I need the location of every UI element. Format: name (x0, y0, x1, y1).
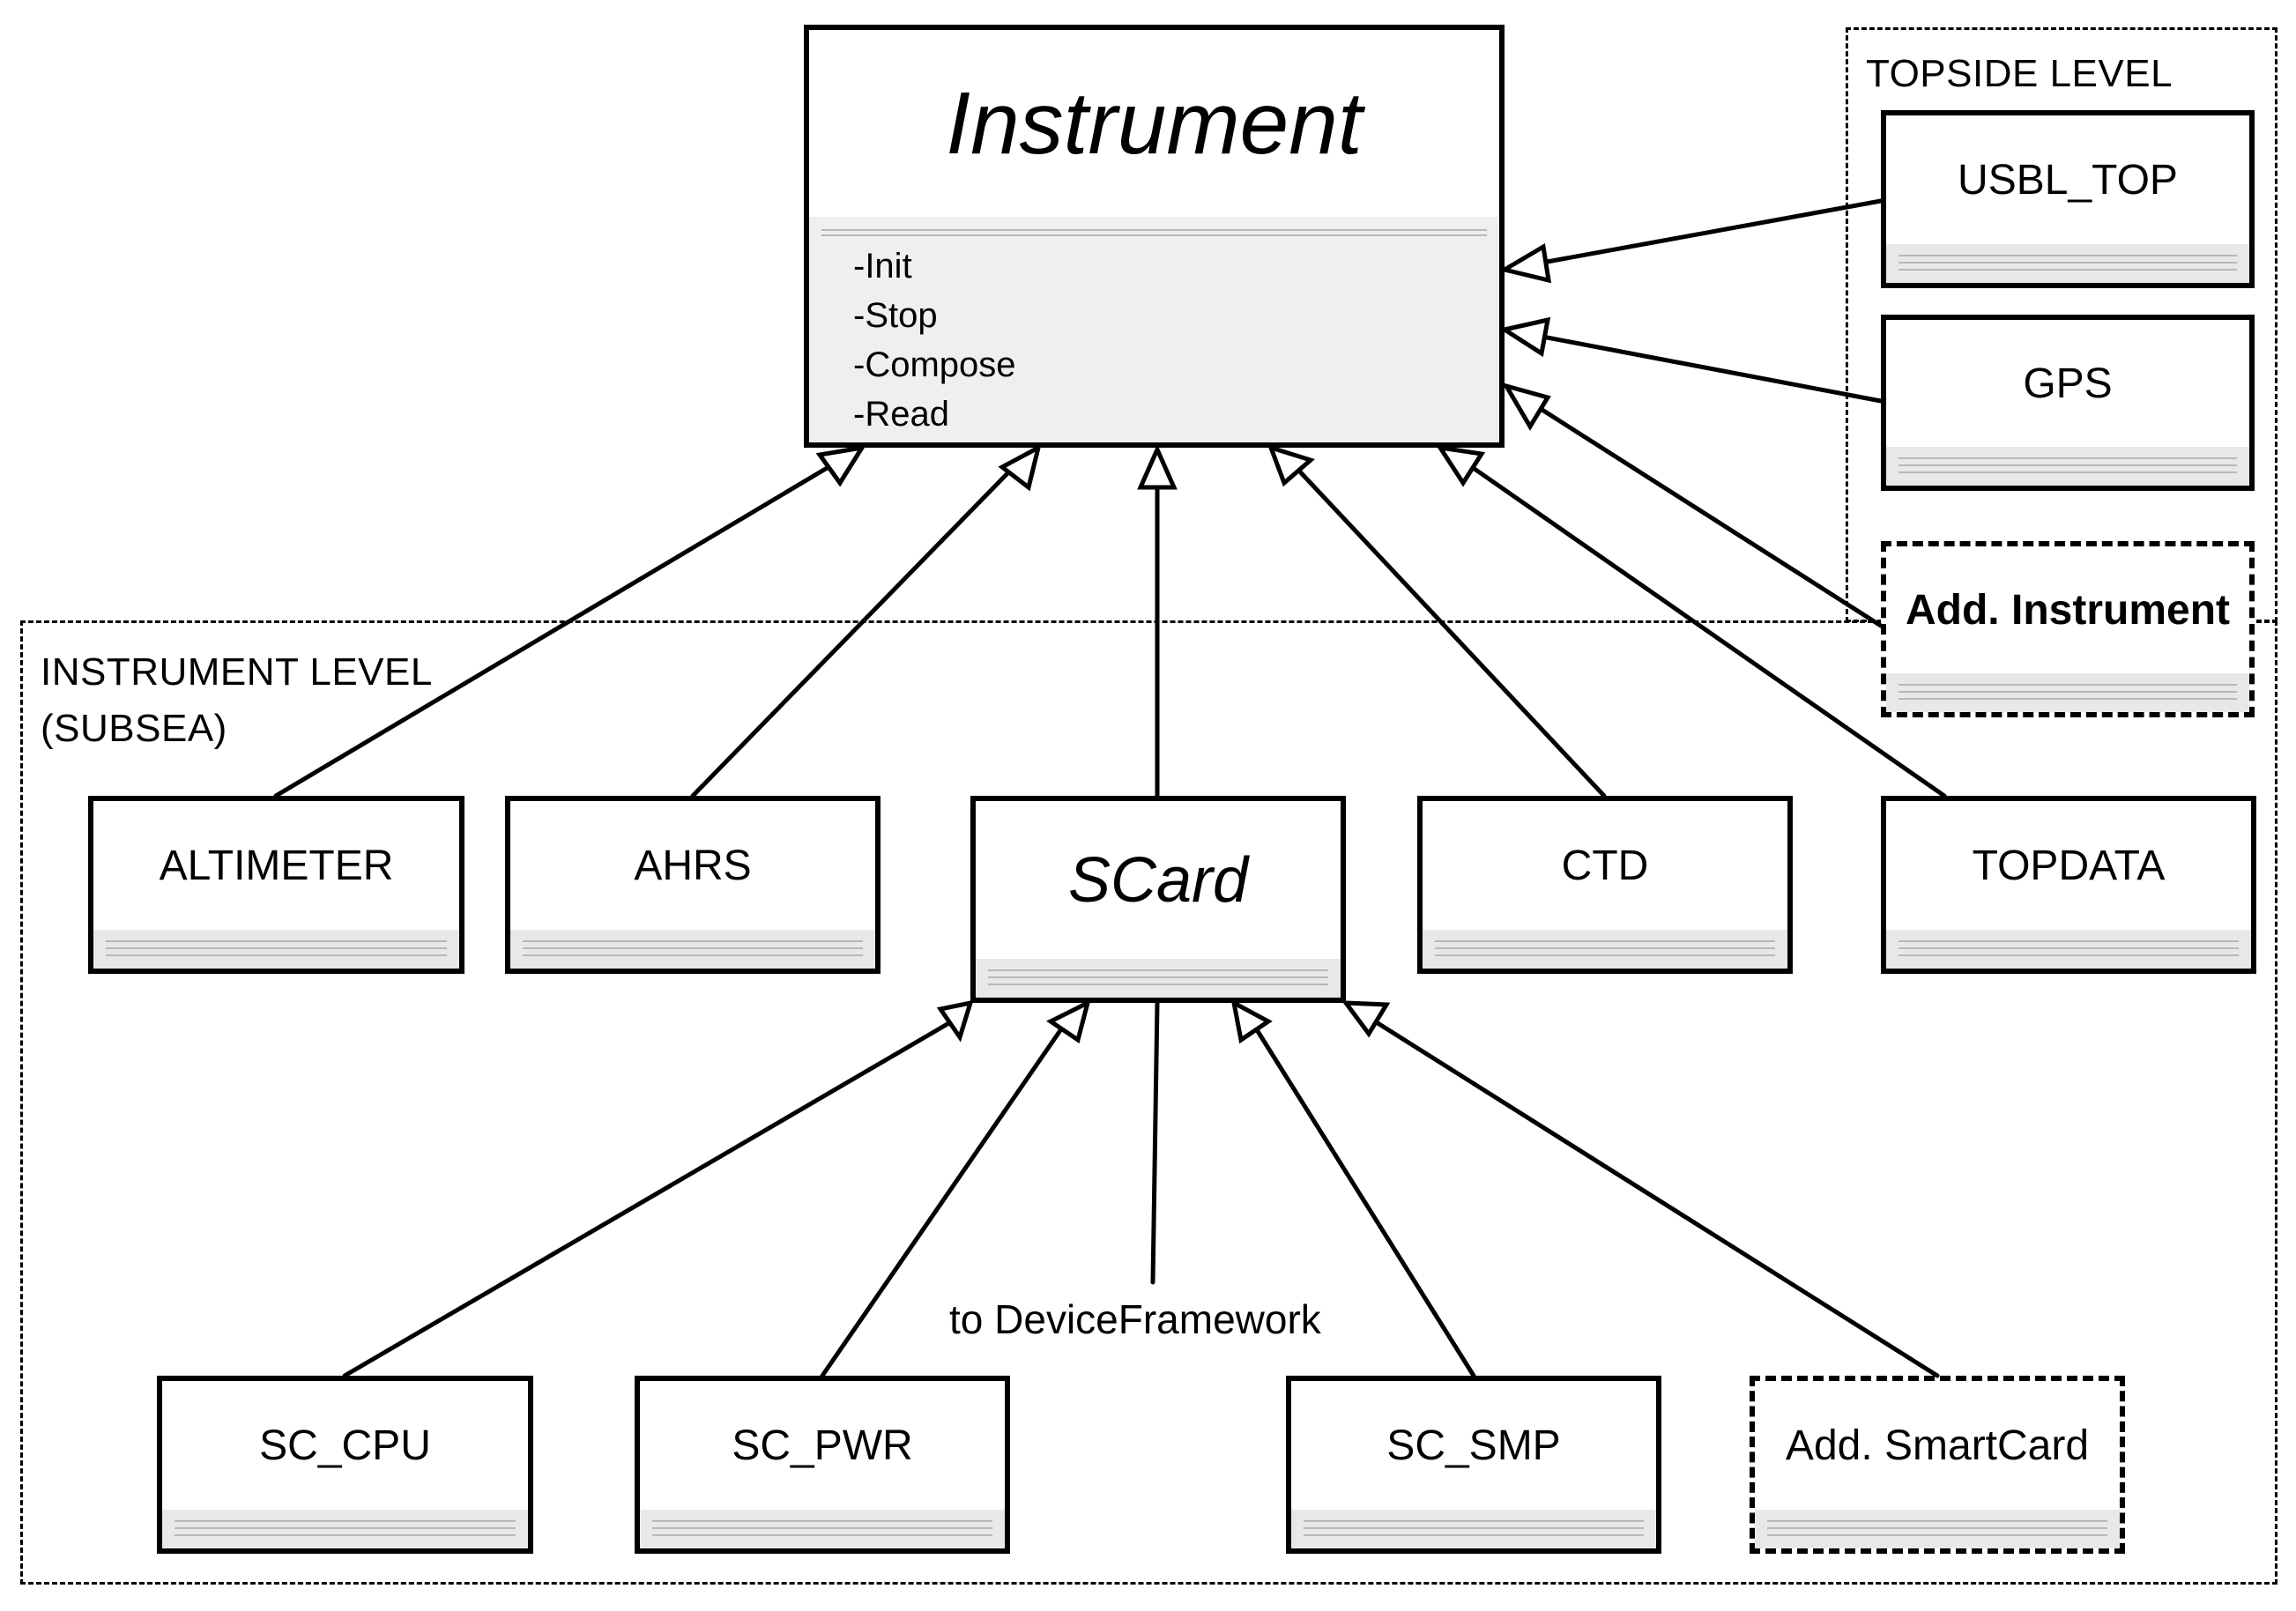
generalization-add-smartcard (1372, 1019, 1940, 1378)
add-smartcard-class-name: Add. SmartCard (1755, 1381, 2120, 1515)
arrowhead-gps (1498, 316, 1551, 358)
arrowhead-sc-smp (1230, 999, 1273, 1044)
arrowhead-usbl-top (1498, 242, 1552, 284)
generalization-usbl-top (1540, 198, 1884, 265)
topdata-class[interactable]: TOPDATA (1881, 796, 2256, 974)
topside-level-label: TOPSIDE LEVEL (1866, 52, 2173, 95)
instrument-class[interactable]: Instrument -Init -Stop -Compose -Read (804, 25, 1505, 448)
instrument-level-group: INSTRUMENT LEVEL (SUBSEA) (20, 620, 2277, 1585)
instrument-level-label: INSTRUMENT LEVEL (SUBSEA) (41, 650, 433, 750)
ctd-class-name: CTD (1423, 801, 1787, 935)
add-instrument-class-name: Add. Instrument (1886, 546, 2249, 679)
to-device-framework-label: to DeviceFramework (949, 1296, 1321, 1342)
generalization-sc-cpu (342, 1019, 955, 1378)
gps-class[interactable]: GPS (1881, 315, 2255, 491)
sc-smp-class[interactable]: SC_SMP (1286, 1376, 1661, 1554)
operation-compose: -Compose (853, 345, 1016, 384)
topdata-class-name: TOPDATA (1886, 801, 2251, 935)
altimeter-class[interactable]: ALTIMETER (88, 796, 464, 974)
ctd-class[interactable]: CTD (1417, 796, 1793, 974)
operation-init: -Init (853, 247, 912, 286)
generalization-sc-smp (1249, 1019, 1476, 1378)
gps-class-name: GPS (1886, 320, 2249, 452)
arrowhead-sc-cpu (936, 999, 974, 1043)
arrowhead-topdata (1435, 444, 1486, 487)
instrument-operations: -Init -Stop -Compose -Read (809, 217, 1499, 442)
device-framework-link (1150, 1000, 1160, 1285)
arrowhead-add-instrument (1501, 382, 1551, 431)
arrowhead-scard (1137, 443, 1178, 490)
arrowhead-altimeter (815, 444, 867, 487)
sc-cpu-class[interactable]: SC_CPU (157, 1376, 533, 1554)
generalization-altimeter (273, 464, 831, 798)
arrowhead-ctd (1267, 444, 1316, 487)
scard-class[interactable]: SCard (970, 796, 1346, 1003)
add-instrument-class[interactable]: Add. Instrument (1881, 541, 2255, 717)
generalization-sc-pwr (820, 1019, 1069, 1378)
operation-stop: -Stop (853, 296, 938, 335)
operation-read: -Read (853, 395, 949, 434)
ahrs-class[interactable]: AHRS (505, 796, 881, 974)
usbl-top-class[interactable]: USBL_TOP (1881, 110, 2255, 288)
usbl-top-class-name: USBL_TOP (1886, 115, 2249, 249)
sc-cpu-class-name: SC_CPU (162, 1381, 528, 1515)
sc-pwr-class[interactable]: SC_PWR (635, 1376, 1010, 1554)
ahrs-class-name: AHRS (510, 801, 875, 935)
generalization-ahrs (690, 464, 1016, 798)
arrowhead-sc-pwr (1046, 999, 1091, 1044)
add-smartcard-class[interactable]: Add. SmartCard (1750, 1376, 2125, 1554)
generalization-add-instrument (1535, 405, 1884, 628)
generalization-topdata (1469, 464, 1947, 798)
scard-class-name: SCard (976, 801, 1341, 964)
arrowhead-add-smartcard (1341, 1000, 1391, 1038)
generalization-gps (1540, 334, 1884, 404)
generalization-ctd (1293, 464, 1607, 798)
arrowhead-ahrs (998, 443, 1042, 492)
instrument-class-name: Instrument (809, 30, 1499, 222)
